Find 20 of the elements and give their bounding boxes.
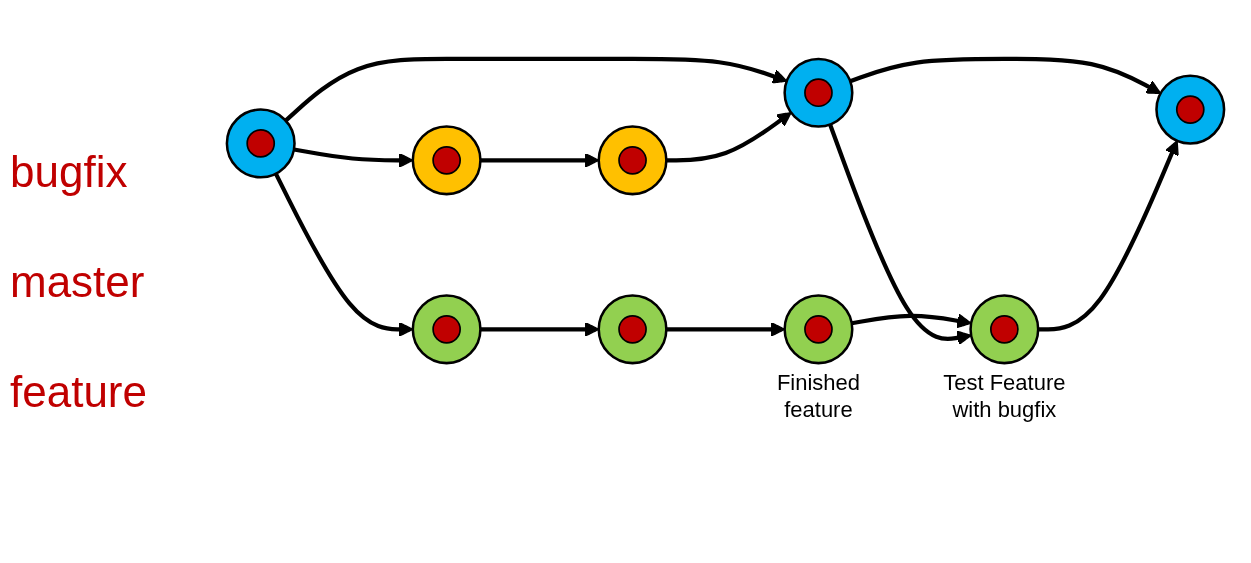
arrow <box>849 56 1162 94</box>
node-circle <box>597 124 668 195</box>
node-circle <box>783 57 854 128</box>
branch-label: bugfix <box>10 146 129 197</box>
arrow <box>1038 139 1179 331</box>
node-circle <box>597 293 668 364</box>
commit-caption: Test Feature with bugfix <box>942 369 1067 423</box>
arrow <box>666 111 792 162</box>
node-circle <box>411 124 482 195</box>
node-circle <box>783 293 854 364</box>
node-circle <box>969 293 1040 364</box>
node-circle <box>411 293 482 364</box>
arrow <box>828 123 972 345</box>
node-circle <box>225 107 296 178</box>
arrow <box>851 313 972 328</box>
node-circle <box>1155 74 1226 145</box>
commit-caption: Finished feature <box>775 369 861 423</box>
arrow <box>284 56 788 122</box>
branch-label: master <box>10 256 146 307</box>
branch-label: feature <box>10 366 148 417</box>
